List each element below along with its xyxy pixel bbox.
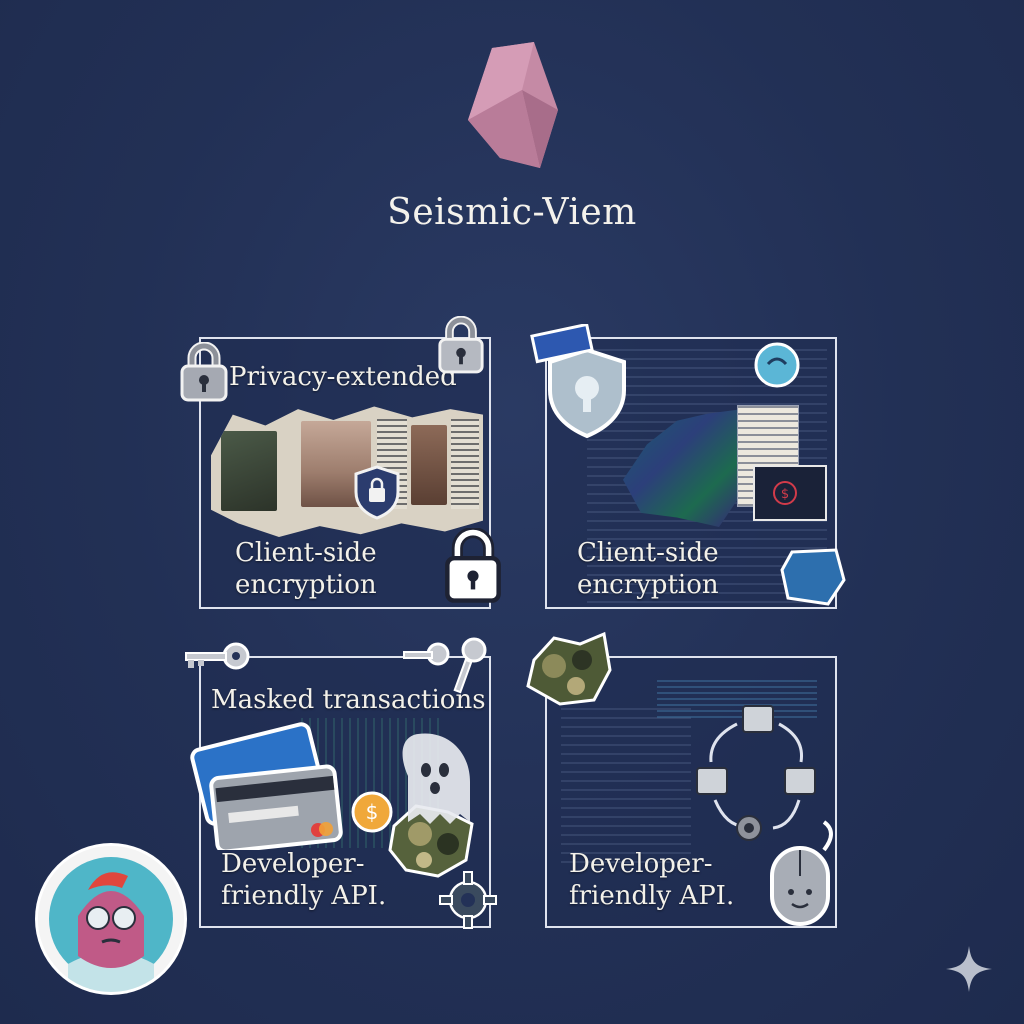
credit-card-icon xyxy=(190,722,343,850)
panel-line: encryption xyxy=(577,570,719,600)
panel-heading: Masked transactions xyxy=(211,685,486,715)
gear-icon xyxy=(439,871,497,929)
panel-line: Client-side xyxy=(577,538,719,568)
padlock-icon xyxy=(445,528,501,603)
panel-line: Developer- xyxy=(569,849,713,879)
panel-line: Client-side xyxy=(235,538,377,568)
camo-patch-icon xyxy=(388,804,474,878)
avatar xyxy=(38,846,184,992)
svg-text:$: $ xyxy=(781,487,789,502)
key-icon xyxy=(403,642,450,666)
panel-heading: Privacy-extended xyxy=(229,362,457,392)
camo-patch-icon xyxy=(526,631,612,706)
panel-line: encryption xyxy=(235,570,377,600)
newspaper-collage xyxy=(211,406,483,537)
panel-line: Developer- xyxy=(221,849,365,879)
svg-text:$: $ xyxy=(366,800,379,824)
shield-icon xyxy=(548,347,626,439)
chat-bubble-icon xyxy=(754,342,800,388)
terminal-window: $ xyxy=(753,465,827,521)
code-background xyxy=(547,658,835,926)
panel-line: friendly API. xyxy=(221,881,387,911)
badge-icon xyxy=(530,324,594,364)
mouse-icon xyxy=(770,820,833,926)
ghost-icon xyxy=(402,733,470,824)
page-title: Seismic-Viem xyxy=(387,192,637,233)
key-icon xyxy=(453,637,487,694)
tag-icon xyxy=(780,548,846,606)
sparkle-icon xyxy=(946,946,992,992)
padlock-icon xyxy=(180,342,228,402)
padlock-icon xyxy=(438,316,484,374)
coin-icon: $ xyxy=(351,791,393,833)
gem-icon xyxy=(468,42,558,168)
cube-network-icon xyxy=(696,705,816,841)
key-icon xyxy=(185,642,250,670)
panel-line: friendly API. xyxy=(569,881,735,911)
shield-icon xyxy=(354,465,400,520)
